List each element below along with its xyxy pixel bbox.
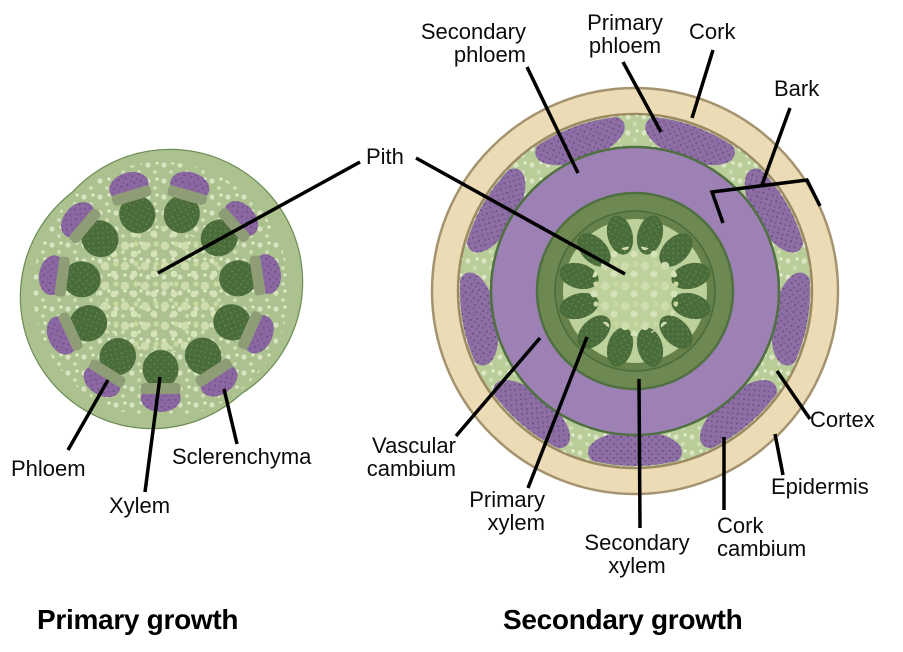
epidermis-pointer	[773, 433, 785, 476]
secondary-growth-title: Secondary growth	[503, 604, 743, 635]
pith-pointer-right	[415, 156, 626, 276]
label-primary-xylem: Primary xylem	[469, 487, 545, 535]
label-cork: Cork	[689, 19, 736, 44]
label-primary-phloem: Primary phloem	[587, 10, 663, 58]
pith-pointer-left	[157, 160, 361, 275]
vascular-cambium-pointer	[454, 336, 542, 438]
xylem-pointer	[143, 376, 162, 493]
label-cork-cambium: Cork cambium	[717, 513, 807, 561]
label-cortex: Cortex	[810, 407, 875, 432]
primary-xylem-pointer	[526, 336, 589, 489]
label-bark: Bark	[774, 76, 820, 101]
label-phloem: Phloem	[11, 456, 86, 481]
secondary-xylem-pointer	[637, 378, 642, 529]
bark-pointer-stem	[760, 107, 792, 186]
primary-growth-diagram	[19, 148, 304, 430]
bark-pointer-bracket	[709, 178, 822, 224]
pointer-lines	[66, 49, 822, 529]
secondary-phloem-pointer	[525, 66, 580, 174]
pith-texture	[96, 226, 224, 354]
sclerenchyma-pointer	[222, 388, 239, 445]
label-pith: Pith	[366, 144, 404, 169]
primary-growth-title: Primary growth	[37, 604, 239, 635]
cork-pointer	[690, 49, 715, 119]
label-vascular-cambium: Vascular cambium	[366, 433, 456, 481]
label-xylem: Xylem	[109, 493, 171, 518]
label-epidermis: Epidermis	[771, 474, 869, 499]
primary-phloem-pointer	[621, 61, 663, 133]
label-sclerenchyma: Sclerenchyma	[172, 444, 312, 469]
pith-texture	[590, 246, 680, 336]
phloem-pointer	[66, 379, 110, 451]
cortex-pointer	[775, 370, 812, 420]
secondary-growth-diagram	[430, 86, 840, 496]
label-secondary-phloem: Secondary phloem	[420, 19, 526, 67]
label-secondary-xylem: Secondary xylem	[584, 530, 690, 578]
